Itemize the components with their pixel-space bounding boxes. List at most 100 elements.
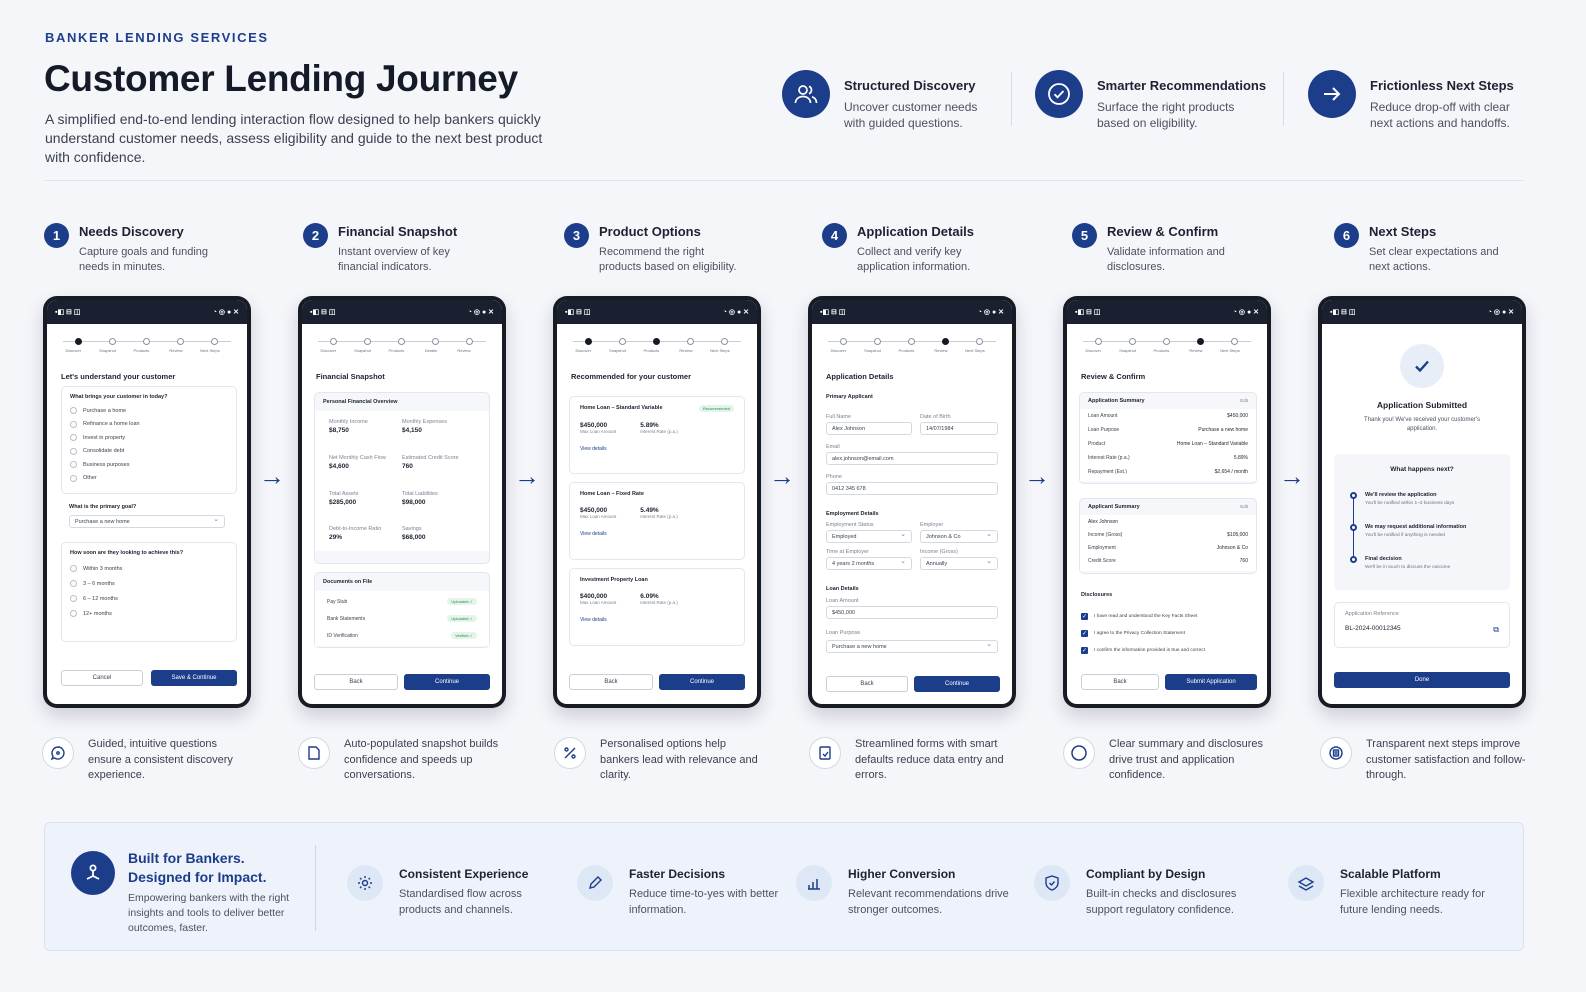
continue-button[interactable]: Continue	[404, 674, 490, 690]
next-steps-card: What happens next? We'll review the appl…	[1334, 454, 1510, 590]
step-desc: Set clear expectations and next actions.	[1369, 246, 1499, 273]
status-bar: ▪◧ ⊟ ◫◔ ◎ ● ✕	[47, 300, 247, 324]
summary-row: Repayment (Est.)$2,654 / month	[1088, 469, 1248, 475]
status-badge: Uploaded ✓	[447, 598, 477, 605]
step-number: 5	[1072, 223, 1097, 248]
progress-label: Discover	[65, 348, 82, 353]
back-button[interactable]: Back	[1081, 674, 1159, 690]
arrow-right-icon: →	[259, 461, 285, 491]
pen-icon	[577, 865, 613, 901]
product-amount: $400,000	[580, 593, 608, 600]
phone-review-confirm: ▪◧ ⊟ ◫◔ ◎ ● ✕ Discover Snapshot Products…	[1063, 296, 1271, 708]
benefit-title: Higher Conversion	[848, 867, 956, 881]
progress-dot	[109, 338, 116, 345]
reference-label: Application Reference	[1345, 611, 1399, 617]
progress-label: Review	[934, 348, 948, 353]
metric-value: $285,000	[329, 498, 357, 506]
progress-label: Review	[169, 348, 183, 353]
time-at-employer-select[interactable]: 4 years 2 months	[826, 557, 912, 570]
metric-value: 29%	[329, 534, 343, 542]
radio-option[interactable]: Consolidate debt	[70, 445, 228, 459]
employment-status-select[interactable]: Employed	[826, 530, 912, 543]
arrow-right-icon: →	[514, 461, 540, 491]
radio-option[interactable]: 6 – 12 months	[70, 591, 228, 606]
continue-button[interactable]: Continue	[659, 674, 745, 690]
rate-label: Interest Rate (p.a.)	[640, 600, 678, 605]
radio-option[interactable]: Purchase a home	[70, 404, 228, 418]
progress-label: Next Steps	[1220, 348, 1240, 353]
financial-overview-card: Personal Financial Overview Monthly Inco…	[314, 392, 490, 564]
recommended-badge: Recommended	[698, 405, 734, 412]
check-icon	[1400, 344, 1444, 388]
view-details-link[interactable]: View details	[580, 531, 607, 537]
progress-label: Snapshot	[354, 348, 371, 353]
phone-field[interactable]: 0412 345 678	[826, 482, 998, 495]
disclosure-checkbox[interactable]: ✓I confirm the information provided is t…	[1081, 647, 1205, 654]
back-button[interactable]: Back	[826, 676, 908, 692]
radio-option[interactable]: Within 3 months	[70, 561, 228, 576]
benefits-banner: Built for Bankers.Designed for Impact. E…	[44, 822, 1524, 951]
loan-amount-field[interactable]: $450,000	[826, 606, 998, 619]
feature-desc: Uncover customer needs with guided quest…	[844, 100, 978, 130]
copy-icon[interactable]: ⧉	[1493, 625, 1499, 634]
progress-dot	[177, 338, 184, 345]
status-icons-left: ▪◧ ⊟ ◫	[1075, 309, 1101, 316]
note-review: Clear summary and disclosures drive trus…	[1063, 737, 1269, 784]
continue-button[interactable]: Continue	[914, 676, 1000, 692]
feature-title: Structured Discovery	[844, 78, 976, 93]
cancel-button[interactable]: Cancel	[61, 670, 143, 686]
employer-select[interactable]: Johnson & Co	[920, 530, 998, 543]
dob-field[interactable]: 14/07/1984	[920, 422, 998, 435]
save-continue-button[interactable]: Save & Continue	[151, 670, 237, 686]
metric-value: $68,000	[402, 534, 426, 542]
product-amount: $450,000	[580, 507, 608, 514]
status-icons-left: ▪◧ ⊟ ◫	[820, 309, 846, 316]
goal-select[interactable]: Purchase a new home	[69, 515, 225, 528]
clipboard-icon	[1320, 737, 1352, 769]
email-field[interactable]: alex.johnson@email.com	[826, 452, 998, 465]
submit-application-button[interactable]: Submit Application	[1165, 674, 1257, 690]
radio-option[interactable]: Refinance a home loan	[70, 418, 228, 432]
section-title: Employment Details	[826, 511, 879, 517]
edit-link[interactable]: Edit	[1240, 398, 1248, 403]
back-button[interactable]: Back	[569, 674, 653, 690]
card-title: Personal Financial Overview	[323, 399, 398, 405]
radio-option[interactable]: Invest in property	[70, 431, 228, 445]
progress-dot	[143, 338, 150, 345]
income-select[interactable]: Annually	[920, 557, 998, 570]
view-details-link[interactable]: View details	[580, 617, 607, 623]
phone-application-details: ▪◧ ⊟ ◫◔ ◎ ● ✕ Discover Snapshot Products…	[808, 296, 1016, 708]
view-details-link[interactable]: View details	[580, 446, 607, 452]
amount-label: Max Loan Amount	[580, 600, 617, 605]
radio-option[interactable]: Other	[70, 472, 228, 486]
done-button[interactable]: Done	[1334, 672, 1510, 688]
disclosure-checkbox[interactable]: ✓I agree to the Privacy Collection State…	[1081, 630, 1185, 637]
loan-purpose-select[interactable]: Purchase a new home	[826, 640, 998, 653]
benefit-desc: Relevant recommendations drive stronger …	[848, 888, 1009, 916]
disclosure-checkbox[interactable]: ✓I have read and understood the Key Fact…	[1081, 613, 1198, 620]
radio-option[interactable]: 12+ months	[70, 606, 228, 621]
metric-value: 760	[402, 462, 413, 470]
full-name-field[interactable]: Alex Johnson	[826, 422, 912, 435]
progress-stepper: Discover Snapshot Products Details Revie…	[312, 338, 492, 354]
field-label: Loan Amount	[826, 598, 859, 604]
radio-option[interactable]: Business purposes	[70, 458, 228, 472]
radio-option[interactable]: 3 – 6 months	[70, 576, 228, 591]
progress-label: Next Steps	[965, 348, 985, 353]
back-button[interactable]: Back	[314, 674, 398, 690]
banker-logo	[71, 851, 115, 895]
edit-link[interactable]: Edit	[1240, 504, 1248, 509]
